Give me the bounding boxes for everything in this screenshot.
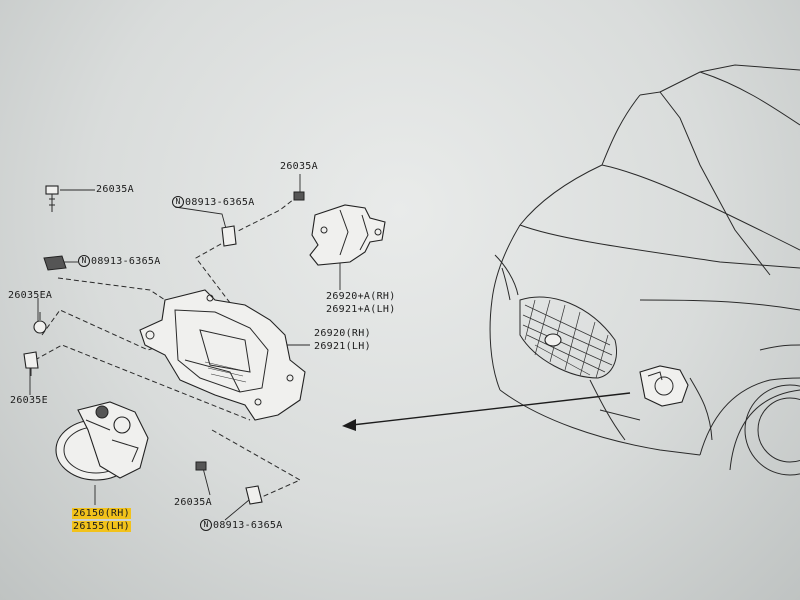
bolt-top-left <box>45 185 59 212</box>
label-bracket-lh: 26921(LH) <box>314 341 371 352</box>
nut-left <box>43 255 67 271</box>
fog-lamp <box>55 401 149 481</box>
dashed-lines <box>34 195 302 501</box>
car-outline <box>489 64 800 476</box>
arrow <box>342 392 631 431</box>
label-clip-ea: 26035EA <box>8 290 53 301</box>
label-bolt-top: 26035A <box>280 161 318 172</box>
label-bracket-rh: 26920(RH) <box>314 328 371 339</box>
bracket-small <box>309 204 386 266</box>
label-lamp-rh: 26150(RH) <box>72 508 131 519</box>
nut-bottom <box>245 485 263 505</box>
n-symbol: N <box>172 196 184 208</box>
bolt-bottom <box>195 461 207 471</box>
label-clip-e: 26035E <box>10 395 48 406</box>
n-symbol: N <box>200 519 212 531</box>
label-bracket-small-lh: 26921+A(LH) <box>326 304 396 315</box>
n-symbol: N <box>78 255 90 267</box>
label-bolt-bottom: 26035A <box>174 497 212 508</box>
nut-top <box>221 225 237 247</box>
label-bolt-tl: 26035A <box>96 184 134 195</box>
label-bracket-small-rh: 26920+A(RH) <box>326 291 396 302</box>
label-lamp-lh: 26155(LH) <box>72 521 131 532</box>
clip-ea <box>33 312 47 334</box>
bolt-top <box>293 191 305 201</box>
clip-e <box>23 351 39 376</box>
bracket-main <box>139 289 306 421</box>
